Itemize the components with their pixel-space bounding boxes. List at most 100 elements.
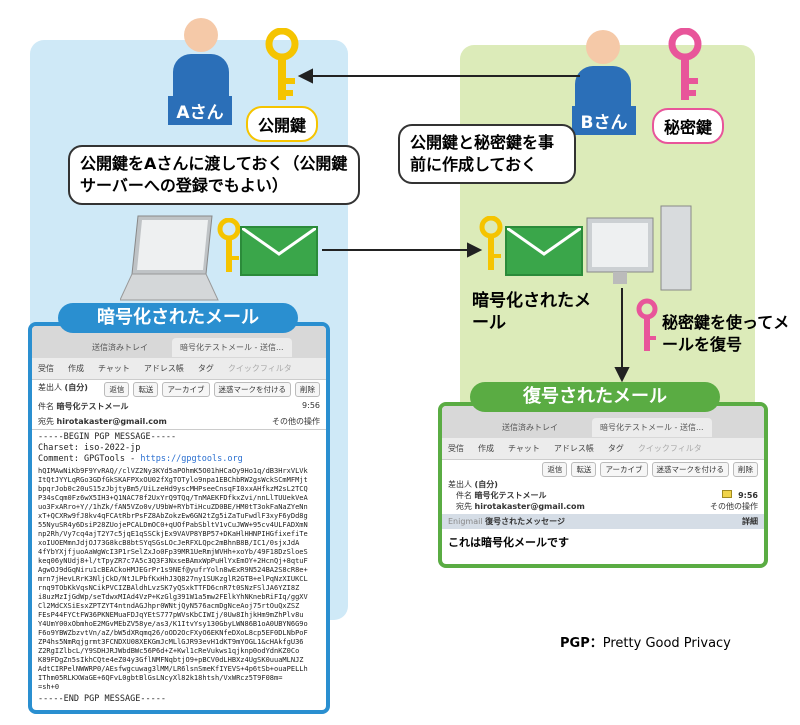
cipher-line: =sh+0 [38, 683, 60, 691]
junk-button[interactable]: 迷惑マークを付ける [213, 382, 291, 397]
delete-button[interactable]: 削除 [295, 382, 320, 397]
delete-button[interactable]: 削除 [733, 462, 758, 477]
cipher-line: 4fYbYXjfjuoAaWgWcI3P1rSelZxJo0Fp39MR1UeR… [38, 548, 308, 556]
cipher-line: FEsP44FYCtFW36PKNEMuaFDJqYEtS777pWVsKbCI… [38, 611, 304, 619]
cipher-line: uo3FxARro+Y//1hZk/fAN5VZo0v/U9bW+RYbTiHc… [38, 503, 308, 511]
tab-bar: 送信済みトレイ 暗号化テストメール - 送信... [442, 416, 764, 438]
enigmail-label: Enigmail [448, 517, 483, 526]
time: 9:56 [302, 401, 320, 410]
footnote-abbr: PGP [560, 636, 590, 651]
cipher-line: F6o9YBWZbzvtVn/aZ/bW5dXRqmq26/oOD2OcFXyO… [38, 629, 308, 637]
archive-button[interactable]: アーカイブ [600, 462, 648, 477]
address-book-button[interactable]: アドレス帳 [143, 364, 184, 373]
decrypted-mail-window: 送信済みトレイ 暗号化テストメール - 送信... 受信 作成 チャット アドレ… [438, 402, 768, 568]
cipher-line: Z2RgIZlbcL/Y9SDHJRJWbdBWc56P6d+Z+Kwl1cRe… [38, 647, 300, 655]
tag-button[interactable]: タグ [197, 364, 214, 373]
envelope-icon [505, 226, 583, 276]
cipher-line: hQIMAwNiKb9F9YvRAQ//clVZ2Ny3KYd5aPOhmK5O… [38, 467, 308, 475]
details-button[interactable]: 詳細 [742, 517, 758, 526]
tab-sent[interactable]: 送信済みトレイ [92, 343, 148, 352]
private-key-label: 秘密鍵 [652, 108, 725, 144]
forward-button[interactable]: 転送 [133, 382, 159, 397]
address-book-button[interactable]: アドレス帳 [553, 444, 594, 453]
private-key-icon [668, 28, 702, 100]
footnote: PGP：Pretty Good Privacy [560, 632, 731, 651]
cipher-line: mrn7jHevLRrK3NljCkD/NtJLPbfKxHhJ3Q827ny1… [38, 575, 308, 583]
other-actions[interactable]: その他の操作 [710, 502, 758, 511]
time: 9:56 [738, 491, 758, 500]
cipher-line: ItQtJYYLqRGo3GDfGkSKAFPXxOU02fXgTOTylo9n… [38, 476, 308, 484]
cipher-line: xoIUOEMmnJdjOJ73G8kcB8btSYqSGsLOcJeRFXLQ… [38, 539, 300, 547]
reply-button[interactable]: 返信 [104, 382, 130, 397]
footnote-full: Pretty Good Privacy [602, 636, 731, 651]
reply-button[interactable]: 返信 [542, 462, 568, 477]
from-value: (自分) [64, 383, 88, 392]
cipher-line: 55NyuSR4y6DsiP28ZUojePCALDmOC0+qUOfPabSb… [38, 521, 308, 529]
person-a-icon [173, 18, 229, 104]
encrypted-mail-window: 送信済みトレイ 暗号化テストメール - 送信... 受信 作成 チャット アドレ… [28, 322, 330, 714]
write-button[interactable]: 作成 [68, 364, 84, 373]
decrypted-window-title: 復号されたメール [470, 382, 720, 412]
laptop-icon [120, 215, 219, 301]
archive-button[interactable]: アーカイブ [162, 382, 210, 397]
quick-filter-button[interactable]: クイックフィルタ [227, 364, 292, 373]
forward-button[interactable]: 転送 [571, 462, 597, 477]
key-icon [479, 216, 503, 270]
cipher-line: keq06yNUdj8+l/tTpyZR7c7A5c3Q3F3NxseBAmxW… [38, 557, 308, 565]
desktop-computer-icon [586, 205, 692, 291]
cipher-line: bpqrJob0c20uS15zJbjtyBm5/UiLzeHd9yscMHPs… [38, 485, 308, 493]
cipher-line: AdtCIRPelNWWRP0/AEsfwgcuwag3lMM/LR6lsnSm… [38, 665, 308, 673]
get-mail-button[interactable]: 受信 [448, 444, 464, 453]
tab-message[interactable]: 暗号化テストメール - 送信... [172, 338, 292, 357]
tab-sent[interactable]: 送信済みトレイ [502, 423, 558, 432]
cipher-line: xT+QCXRw9fJ8kv4qFCAtRbrPsFZ8AbZokzEw6GN2… [38, 512, 308, 520]
cipher-line: ZP4hs5NmRqjgrmt3FCNDXU08XEKGmJcMLlGJR93e… [38, 638, 304, 646]
person-b-label: Bさん [572, 106, 636, 135]
envelope-icon [240, 226, 318, 276]
encrypted-window-title: 暗号化されたメール [58, 303, 298, 333]
quick-filter-button[interactable]: クイックフィルタ [637, 444, 702, 453]
get-mail-button[interactable]: 受信 [38, 364, 54, 373]
person-a-label: Aさん [168, 96, 232, 125]
decrypt-note: 秘密鍵を使ってメールを復号 [662, 313, 790, 354]
subject-value: 暗号化テストメール [56, 402, 129, 411]
pgp-comment: Comment: GPGTools - [38, 454, 141, 464]
other-actions[interactable]: その他の操作 [272, 417, 320, 426]
tab-bar: 送信済みトレイ 暗号化テストメール - 送信... [32, 336, 326, 358]
cipher-line: i8uzMzIjGdWp/seTdwxMIAd4VzP+KzGlg391W1a5… [38, 593, 308, 601]
private-key-icon [636, 298, 658, 351]
cipher-line: Cl2MdCXSiEsxZPTZYT4ntndAGJhpr0WNtjQyN576… [38, 602, 300, 610]
tab-message[interactable]: 暗号化テストメール - 送信... [592, 418, 712, 437]
toolbar: 受信 作成 チャット アドレス帳 タグ クイックフィルタ [32, 358, 326, 380]
tag-button[interactable]: タグ [607, 444, 624, 453]
to-value: hirotakaster@gmail.com [474, 502, 585, 511]
cipher-line: AgwOJ9dGqNiru1cBEACkoHMJEGrPr1s9NEf@yufr… [38, 566, 308, 574]
key-icon [217, 218, 241, 272]
junk-button[interactable]: 迷惑マークを付ける [651, 462, 729, 477]
write-button[interactable]: 作成 [478, 444, 494, 453]
chat-button[interactable]: チャット [508, 444, 540, 453]
person-b-note: 公開鍵と秘密鍵を事前に作成しておく [398, 124, 576, 184]
person-a-note: 公開鍵をAさんに渡しておく（公開鍵サーバーへの登録でもよい） [68, 145, 360, 205]
enigmail-status: 復号されたメッセージ [485, 517, 565, 526]
from-label: 差出人 [38, 383, 62, 392]
cipher-line: IThm05RLKXWaGE+6QFvL0gbtBlGsLNcyXl82k18h… [38, 674, 283, 682]
from-value: (自分) [474, 480, 498, 489]
chat-button[interactable]: チャット [98, 364, 130, 373]
footnote-sep: ： [589, 636, 603, 651]
from-label: 差出人 [448, 480, 472, 489]
cipher-line: rnq9TObKkVqsNCikPVCIZBAldhLvzSK7yQSxkTTF… [38, 584, 300, 592]
cipher-line: Y4UmY00xObmhoE2MGvMEbZV58ye/as3/K1ItvYsy… [38, 620, 308, 628]
cipher-line: K89FDgZn5sIkhCQte4eZ04y3GflNMFNqbtjO9+pB… [38, 656, 304, 664]
toolbar: 受信 作成 チャット アドレス帳 タグ クイックフィルタ [442, 438, 764, 460]
message-body: これは暗号化メールです [448, 536, 569, 549]
cipher-line: np2Rh/Vy7cq4ajT2Y7c5jqE1qSSCkjEx9VAVP8YB… [38, 530, 308, 538]
to-label: 宛先 [38, 417, 54, 426]
cipher-line: P34sCqm0Fz6wX5IH3+Q1NAC78f2UxYrQ9TQq/TnM… [38, 494, 308, 502]
subject-label: 件名 [38, 402, 54, 411]
public-key-label: 公開鍵 [246, 106, 319, 142]
gpgtools-link[interactable]: https://gpgtools.org [140, 454, 243, 464]
subject-label: 件名 [456, 491, 472, 500]
pgp-end: -----END PGP MESSAGE----- [38, 694, 166, 704]
